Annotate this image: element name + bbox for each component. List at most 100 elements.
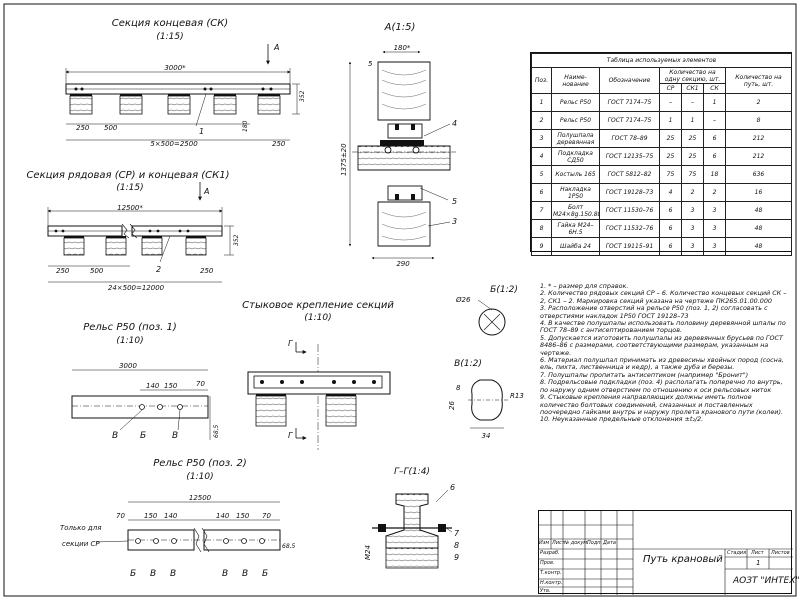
stamp-ndok: № докум.: [564, 540, 589, 546]
th-desig: Обозначение: [599, 67, 660, 94]
dim-sr-span: 24×500=12000: [108, 284, 165, 292]
dim-r2-150a: 150: [144, 512, 158, 520]
stamp-h-list: Лист: [751, 550, 764, 556]
cell-pos: 6: [531, 183, 552, 202]
pos-3-label: 3: [452, 217, 457, 226]
dim-a-height: 1375±20: [340, 143, 348, 176]
dim-v-26: 26: [448, 401, 456, 410]
dim-a-290: 290: [396, 260, 410, 268]
stamp-list: Лист: [552, 540, 565, 546]
cell-sk: 3: [703, 237, 726, 256]
th-pos: Поз.: [531, 67, 552, 94]
dim-r2-length: 12500: [189, 494, 212, 502]
dim-sr-250b: 250: [200, 267, 214, 275]
cell-sk: 1: [703, 93, 726, 112]
stamp-utv: Утв.: [540, 588, 551, 594]
pos-4-label: 4: [452, 119, 457, 128]
cell-name: Подкладка СД50: [551, 147, 600, 166]
pos-5-label: 5: [452, 197, 457, 206]
view-sr: Секция рядовая (СР) и концевая (СК1) (1:…: [26, 170, 240, 292]
marker-a-sk: А: [273, 43, 279, 52]
cell-name: Костыль 165: [551, 165, 600, 184]
note-item: 5. Допускается изготовить полушпалы из д…: [540, 333, 783, 357]
dim-sk-length: 3000*: [164, 64, 186, 72]
dim-v-34: 34: [482, 432, 491, 440]
dim-v-r13: R13: [510, 392, 524, 400]
note-item: 1. * – размер для справок.: [540, 282, 629, 290]
dim-r2-685: 68,5: [282, 543, 296, 550]
pos-9-label: 9: [454, 553, 459, 562]
cell-pos: 3: [531, 129, 552, 148]
cell-sk1: 3: [681, 201, 704, 220]
dim-r1-70: 70: [196, 380, 205, 388]
cell-name: Болт М24×8g.150.88: [551, 201, 600, 220]
view-a: А(1:5) 180* 5 1375±20 290 4 5 3: [340, 22, 457, 268]
marker-v3-r2: В: [222, 569, 228, 579]
dim-r2-70b: 70: [262, 512, 271, 520]
dim-sr-250a: 250: [56, 267, 70, 275]
cell-desig: ГОСТ 19128–73: [599, 183, 660, 202]
stamp-nkontr: Н.контр.: [540, 580, 563, 586]
cell-sk: 3: [703, 219, 726, 238]
view-v: В(1:2) 8 26 R13 34: [448, 359, 524, 440]
cell-pos: 4: [531, 147, 552, 166]
cell-desig: ГОСТ 11532–76: [599, 219, 660, 238]
note-item: 7. Полушпалы пропитать антисептиком (нап…: [540, 370, 749, 379]
cell-path: 212: [725, 129, 792, 148]
joint-scale: (1:10): [304, 313, 331, 323]
dim-r1-150: 150: [164, 382, 178, 390]
elements-table: Таблица используемых элементов Поз. Наим…: [530, 52, 792, 256]
cell-sr: 1: [659, 111, 682, 130]
cell-path: 212: [725, 147, 792, 166]
cell-name: Гайка М24–6Н.5: [551, 219, 600, 238]
only-sr-line1: Только для: [60, 524, 101, 532]
cell-desig: ГОСТ 5812–82: [599, 165, 660, 184]
th-sk: СК: [703, 83, 726, 94]
cell-sr: 25: [659, 129, 682, 148]
cell-sk: 3: [703, 201, 726, 220]
cell-name: Шайба 24: [551, 237, 600, 256]
note-item: 6. Материал полушпал принимать из древес…: [540, 356, 784, 372]
note-item: 4. В качестве полушпалы использовать пол…: [540, 319, 786, 335]
cell-name: Накладка 1Р50: [551, 183, 600, 202]
stamp-prov: Пров.: [540, 560, 555, 566]
rail1-scale: (1:10): [116, 336, 143, 346]
cell-sk1: –: [681, 93, 704, 112]
dim-r2-150b: 150: [236, 512, 250, 520]
cell-desig: ГОСТ 12135–75: [599, 147, 660, 166]
view-b: Б(1:2) Ø26: [455, 285, 518, 336]
view-rail-2: Рельс Р50 (поз. 2) (1:10) 12500 70 150 1…: [60, 458, 296, 579]
marker-v2-r1: В: [172, 431, 178, 441]
marker-v1-r2: В: [150, 569, 156, 579]
rail2-scale: (1:10): [186, 472, 213, 482]
stamp-org: АОЗТ "ИНТЕХ": [733, 576, 800, 586]
rail1-title: Рельс Р50 (поз. 1): [83, 322, 177, 333]
cell-path: 48: [725, 201, 792, 220]
dim-a-5: 5: [368, 60, 373, 68]
dim-sk-250b: 250: [272, 140, 286, 148]
cell-sk1: 1: [681, 111, 704, 130]
cell-pos: 1: [531, 93, 552, 112]
note-item: 3. Расположение отверстий на рельсе Р50 …: [540, 304, 768, 320]
cell-sk: 6: [703, 129, 726, 148]
cell-sr: 25: [659, 147, 682, 166]
cell-name: Полушпала деревянная: [551, 129, 600, 148]
cell-sr: 6: [659, 201, 682, 220]
pos-1-label: 1: [199, 127, 204, 136]
title-block-grid: [539, 511, 793, 595]
note-item: 9. Стыковые крепления направляющих должн…: [540, 393, 783, 416]
cell-sk1: 25: [681, 129, 704, 148]
view-sk: Секция концевая (СК) (1:15) 3000* 250 50…: [65, 18, 306, 148]
marker-g-top: Г: [288, 339, 293, 348]
cell-desig: ГОСТ 7174–75: [599, 111, 660, 130]
dim-a-180: 180*: [394, 44, 411, 52]
cell-name: Рельс Р50: [551, 93, 600, 112]
marker-v4-r2: В: [242, 569, 248, 579]
view-rail-1: Рельс Р50 (поз. 1) (1:10) 3000 140 150 7…: [71, 322, 220, 441]
